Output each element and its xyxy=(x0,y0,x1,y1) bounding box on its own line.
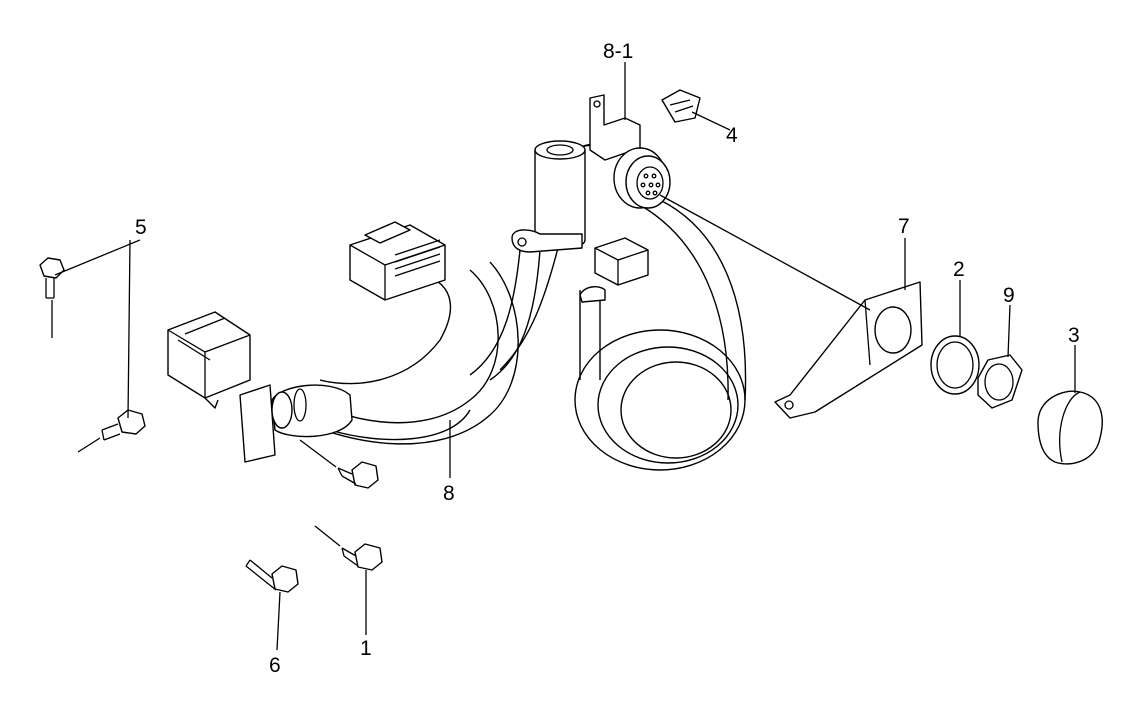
part-2-ring xyxy=(930,335,980,395)
bolt-5-upper xyxy=(39,257,65,299)
leader-lines xyxy=(51,62,1076,651)
callout-7: 7 xyxy=(898,215,910,238)
callout-1: 1 xyxy=(360,637,372,660)
callout-labels: 8-1 4 5 7 2 9 3 8 6 1 xyxy=(135,40,1080,677)
callout-4: 4 xyxy=(726,124,738,147)
callout-3: 3 xyxy=(1068,324,1080,347)
part-7-bracket xyxy=(774,281,923,419)
callout-6: 6 xyxy=(269,654,281,677)
callout-8-1: 8-1 xyxy=(603,40,633,63)
harness-connector-large xyxy=(349,221,446,301)
part-9-nut xyxy=(977,354,1023,409)
bolt-6 xyxy=(245,559,299,593)
harness-connector-mid xyxy=(579,237,649,303)
part-3-cap xyxy=(1037,390,1103,465)
bolt-5-lower xyxy=(101,409,146,441)
bolt-1 xyxy=(341,543,383,571)
callout-8: 8 xyxy=(443,482,455,505)
wiring-harness xyxy=(299,143,747,471)
round-connector xyxy=(589,94,671,209)
callout-5: 5 xyxy=(135,216,147,239)
harness-clamp xyxy=(511,140,586,253)
callout-9: 9 xyxy=(1003,284,1015,307)
bolt-harness xyxy=(337,461,379,489)
harness-connector-left xyxy=(167,311,251,409)
part-4-clip xyxy=(661,89,701,123)
callout-2: 2 xyxy=(953,258,965,281)
harness-boot xyxy=(239,384,353,463)
